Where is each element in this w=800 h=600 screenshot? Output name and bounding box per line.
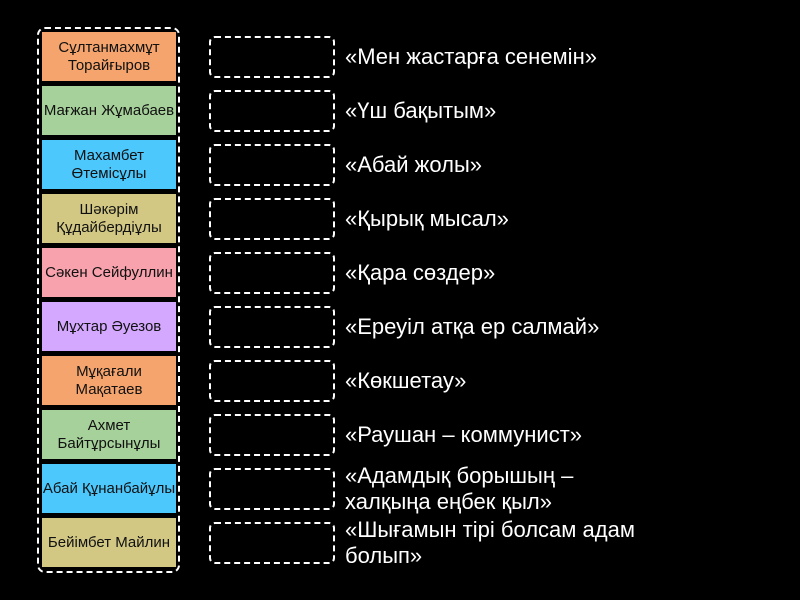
draggable-answer-tile[interactable]: Ахмет Байтұрсынұлы <box>42 410 176 459</box>
clue-text: «Раушан – коммунист» <box>345 422 583 447</box>
drop-target-slot[interactable] <box>209 90 335 132</box>
draggable-answer-tile[interactable]: Сәкен Сейфуллин <box>42 248 176 297</box>
clue-text: «Адамдық борышың – халқыңа еңбек қыл» <box>345 463 574 514</box>
draggable-answer-tile[interactable]: Мағжан Жұмабаев <box>42 86 176 135</box>
clue-text: «Мен жастарға сенемін» <box>345 44 597 69</box>
drop-target-slot[interactable] <box>209 414 335 456</box>
drop-target-slot[interactable] <box>209 360 335 402</box>
drop-target-slot[interactable] <box>209 144 335 186</box>
drop-target-slot[interactable] <box>209 198 335 240</box>
draggable-answer-tile[interactable]: Мұқағали Мақатаев <box>42 356 176 405</box>
clue-text: «Қырық мысал» <box>345 206 509 231</box>
clue-text: «Көкшетау» <box>345 368 467 393</box>
clue-text: «Қара сөздер» <box>345 260 496 285</box>
clue-text: «Шығамын тірі болсам адам болып» <box>345 517 635 568</box>
draggable-answer-tile[interactable]: Шәкәрім Құдайбердіұлы <box>42 194 176 243</box>
drop-target-slot[interactable] <box>209 468 335 510</box>
draggable-answer-tile[interactable]: Сұлтанмахмұт Торайғыров <box>42 32 176 81</box>
draggable-answer-tile[interactable]: Бейімбет Майлин <box>42 518 176 567</box>
draggable-answer-tile[interactable]: Абай Құнанбайұлы <box>42 464 176 513</box>
drop-target-slot[interactable] <box>209 306 335 348</box>
clue-text: «Үш бақытым» <box>345 98 497 123</box>
draggable-answer-tile[interactable]: Махамбет Өтемісұлы <box>42 140 176 189</box>
draggable-answer-tile[interactable]: Мұхтар Әуезов <box>42 302 176 351</box>
drop-target-slot[interactable] <box>209 522 335 564</box>
drop-target-slot[interactable] <box>209 252 335 294</box>
clue-text: «Абай жолы» <box>345 152 482 177</box>
answer-pool <box>37 27 180 573</box>
clue-text: «Ереуіл атқа ер салмай» <box>345 314 600 339</box>
drop-target-slot[interactable] <box>209 36 335 78</box>
